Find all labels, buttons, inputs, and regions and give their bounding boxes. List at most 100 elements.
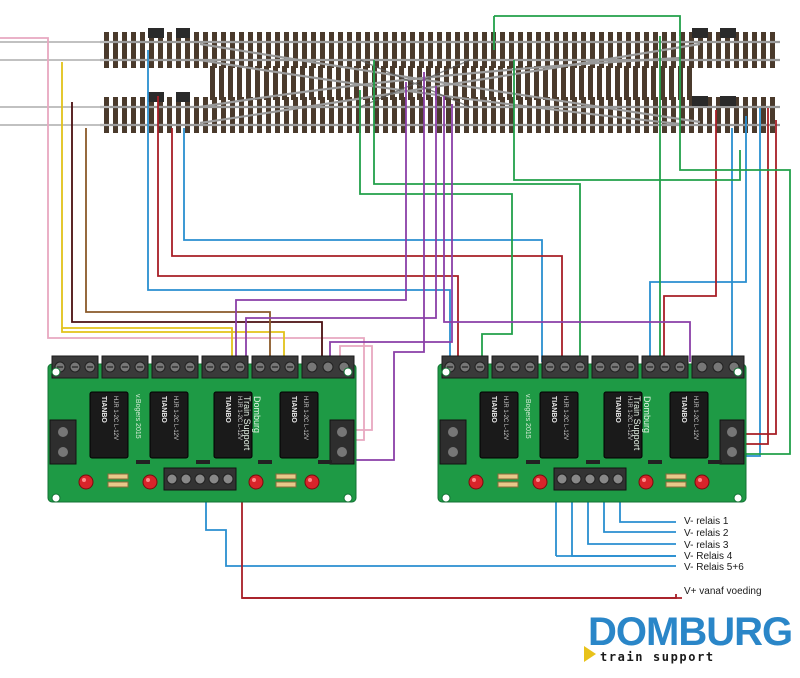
tie bbox=[318, 66, 323, 100]
tie bbox=[716, 97, 721, 133]
board-author: v.Bogers 2015 bbox=[134, 394, 141, 439]
tie bbox=[338, 97, 343, 133]
tie bbox=[140, 97, 145, 133]
tie bbox=[761, 97, 766, 133]
relay bbox=[479, 391, 519, 459]
tie bbox=[543, 66, 548, 100]
tie bbox=[158, 97, 163, 133]
relay-model: HJR 1-2C L-12V bbox=[172, 396, 178, 440]
tie bbox=[408, 66, 413, 100]
mount-hole bbox=[733, 367, 743, 377]
tie bbox=[212, 97, 217, 133]
wire-vplus bbox=[241, 500, 677, 599]
tie bbox=[570, 66, 575, 100]
wires bbox=[0, 15, 791, 599]
tie bbox=[131, 32, 136, 68]
tie bbox=[725, 32, 730, 68]
tie bbox=[390, 66, 395, 100]
tie bbox=[455, 97, 460, 133]
mount-hole bbox=[343, 367, 353, 377]
tie bbox=[275, 32, 280, 68]
tie bbox=[698, 32, 703, 68]
tie bbox=[203, 32, 208, 68]
tie bbox=[617, 32, 622, 68]
relay-brand: TIANBO bbox=[224, 396, 231, 423]
tie bbox=[581, 32, 586, 68]
tie bbox=[734, 32, 739, 68]
tie bbox=[455, 32, 460, 68]
board-title: Domburg bbox=[252, 396, 262, 433]
wire-purple-5 bbox=[329, 104, 453, 362]
tie bbox=[500, 97, 505, 133]
tie bbox=[563, 97, 568, 133]
led bbox=[694, 474, 710, 490]
tie bbox=[464, 32, 469, 68]
diode bbox=[586, 460, 600, 464]
relay-model: HJR 1-2C L-12V bbox=[562, 396, 568, 440]
tie bbox=[210, 66, 215, 100]
tie bbox=[356, 32, 361, 68]
tie bbox=[374, 32, 379, 68]
tie bbox=[590, 32, 595, 68]
tie bbox=[588, 66, 593, 100]
tie bbox=[237, 66, 242, 100]
tie bbox=[671, 97, 676, 133]
tie bbox=[633, 66, 638, 100]
tie bbox=[302, 97, 307, 133]
wire-blue-2 bbox=[183, 128, 543, 362]
tie bbox=[615, 66, 620, 100]
wire-red-1 bbox=[157, 96, 459, 362]
double-slip-track bbox=[100, 28, 780, 133]
tie bbox=[329, 97, 334, 133]
tie bbox=[228, 66, 233, 100]
relay bbox=[539, 391, 579, 459]
tie bbox=[300, 66, 305, 100]
relay-brand: TIANBO bbox=[490, 396, 497, 423]
tie bbox=[185, 97, 190, 133]
diode bbox=[648, 460, 662, 464]
side-terminal bbox=[49, 419, 77, 465]
tie bbox=[336, 66, 341, 100]
tie bbox=[552, 66, 557, 100]
wire-brown bbox=[85, 128, 271, 362]
relay-brand: TIANBO bbox=[680, 396, 687, 423]
mount-hole bbox=[51, 493, 61, 503]
relay-brand: TIANBO bbox=[290, 396, 297, 423]
tie bbox=[140, 32, 145, 68]
tie bbox=[293, 97, 298, 133]
label-relais-2: V- relais 2 bbox=[684, 528, 729, 539]
tie bbox=[482, 97, 487, 133]
wire-green-2 bbox=[359, 90, 513, 362]
diode bbox=[258, 460, 272, 464]
tie bbox=[518, 32, 523, 68]
tie bbox=[257, 32, 262, 68]
wire-blue-1 bbox=[147, 50, 451, 362]
tie bbox=[365, 97, 370, 133]
wire-red-2 bbox=[171, 128, 563, 362]
tie bbox=[698, 97, 703, 133]
tie bbox=[687, 66, 692, 100]
logo-tagline: train support bbox=[600, 650, 715, 664]
logo-mark bbox=[584, 646, 596, 662]
relay-brand: TIANBO bbox=[614, 396, 621, 423]
tie bbox=[194, 97, 199, 133]
relay bbox=[603, 391, 643, 459]
tie bbox=[635, 97, 640, 133]
label-vplus: V+ vanaf voeding bbox=[684, 586, 762, 597]
tie bbox=[437, 97, 442, 133]
wire-pink bbox=[0, 37, 365, 441]
tie bbox=[131, 97, 136, 133]
label-relais-4: V- Relais 4 bbox=[684, 551, 733, 562]
wire-purple-3 bbox=[235, 82, 407, 362]
tie bbox=[525, 66, 530, 100]
tie bbox=[527, 32, 532, 68]
tie bbox=[219, 66, 224, 100]
label-relais-1: V- relais 1 bbox=[684, 516, 729, 527]
tie bbox=[273, 66, 278, 100]
label-relais-56: V- Relais 5+6 bbox=[684, 562, 744, 573]
tie bbox=[383, 32, 388, 68]
tie bbox=[635, 32, 640, 68]
tie bbox=[392, 32, 397, 68]
tie bbox=[239, 97, 244, 133]
